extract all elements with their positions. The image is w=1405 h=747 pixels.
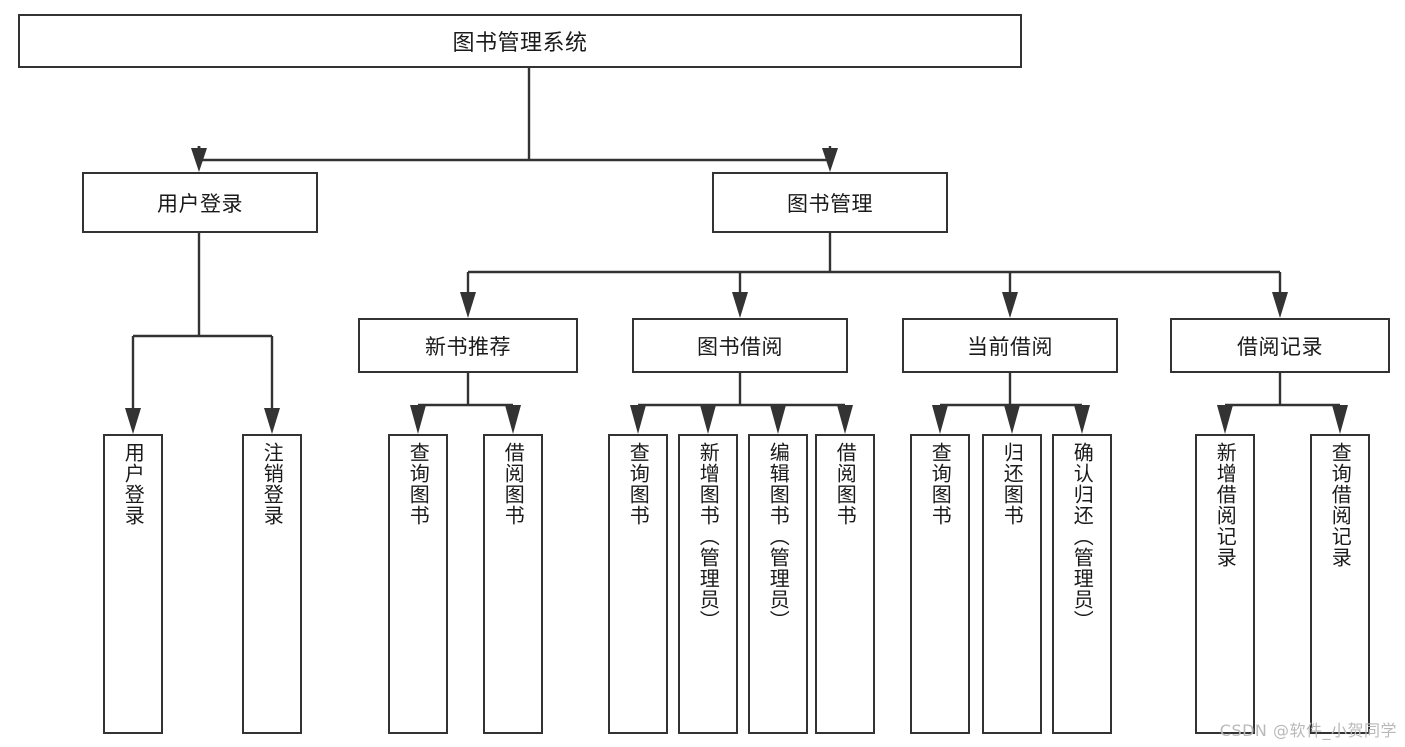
node-user-login-label: 用户登录: [157, 191, 243, 216]
node-borrow-record-label: 借阅记录: [1237, 334, 1323, 359]
node-leaf-logout[interactable]: 注销登录: [242, 434, 302, 734]
node-leaf-query-book-label: 查询图书: [626, 442, 651, 526]
arrow-leaf-logout: [264, 408, 280, 434]
arrow-book-borrow: [732, 292, 748, 318]
node-leaf-confirm-return-label: 确认归还（管理员）: [1070, 442, 1095, 631]
arrow-leaf-query-book: [630, 405, 646, 434]
node-root[interactable]: 图书管理系统: [18, 14, 1022, 68]
node-root-label: 图书管理系统: [452, 31, 588, 56]
arrow-current-borrow: [1002, 292, 1018, 318]
node-leaf-borrow-book-rec[interactable]: 借阅图书: [483, 434, 543, 734]
node-user-login[interactable]: 用户登录: [82, 172, 318, 233]
node-new-book-recommend[interactable]: 新书推荐: [358, 318, 578, 373]
arrow-leaf-query-book-cur: [932, 405, 948, 434]
node-leaf-query-book-rec[interactable]: 查询图书: [388, 434, 448, 734]
node-leaf-return-book[interactable]: 归还图书: [982, 434, 1042, 734]
arrow-user-login: [191, 148, 207, 172]
node-leaf-add-book[interactable]: 新增图书（管理员）: [678, 434, 738, 734]
node-leaf-query-book-rec-label: 查询图书: [406, 442, 431, 526]
arrow-leaf-return-book: [1004, 405, 1020, 434]
arrow-leaf-borrow-book-rec: [505, 405, 521, 434]
watermark: CSDN @软件_小贺同学: [1219, 721, 1397, 740]
node-book-borrow[interactable]: 图书借阅: [632, 318, 848, 373]
node-leaf-user-login[interactable]: 用户登录: [103, 434, 163, 734]
node-leaf-user-login-label: 用户登录: [121, 442, 146, 526]
arrow-leaf-confirm-return: [1074, 405, 1090, 434]
arrow-leaf-add-book: [700, 405, 716, 434]
arrow-leaf-query-book-rec: [410, 405, 426, 434]
arrow-leaf-borrow-book: [837, 405, 853, 434]
arrow-leaf-query-record: [1332, 405, 1348, 434]
arrow-leaf-user-login: [125, 408, 141, 434]
arrow-leaf-add-record: [1217, 405, 1233, 434]
node-current-borrow-label: 当前借阅: [967, 334, 1053, 359]
node-leaf-add-record[interactable]: 新增借阅记录: [1195, 434, 1255, 734]
node-leaf-query-record[interactable]: 查询借阅记录: [1310, 434, 1370, 734]
node-book-borrow-label: 图书借阅: [697, 334, 783, 359]
node-leaf-borrow-book-label: 借阅图书: [833, 442, 858, 526]
node-leaf-edit-book[interactable]: 编辑图书（管理员）: [748, 434, 808, 734]
node-leaf-return-book-label: 归还图书: [1000, 442, 1025, 526]
arrow-leaf-edit-book: [770, 405, 786, 434]
node-leaf-logout-label: 注销登录: [260, 442, 285, 526]
node-leaf-query-record-label: 查询借阅记录: [1328, 442, 1353, 568]
node-book-manage-label: 图书管理: [787, 191, 873, 216]
node-leaf-add-book-label: 新增图书（管理员）: [696, 442, 721, 631]
arrow-book-manage: [822, 148, 838, 172]
arrow-new-book-recommend: [460, 292, 476, 318]
node-leaf-borrow-book-rec-label: 借阅图书: [501, 442, 526, 526]
node-leaf-confirm-return[interactable]: 确认归还（管理员）: [1052, 434, 1112, 734]
node-leaf-query-book-cur-label: 查询图书: [928, 442, 953, 526]
node-leaf-query-book-cur[interactable]: 查询图书: [910, 434, 970, 734]
node-current-borrow[interactable]: 当前借阅: [902, 318, 1118, 373]
node-new-book-recommend-label: 新书推荐: [425, 334, 511, 359]
node-leaf-borrow-book[interactable]: 借阅图书: [815, 434, 875, 734]
node-leaf-query-book[interactable]: 查询图书: [608, 434, 668, 734]
node-leaf-edit-book-label: 编辑图书（管理员）: [766, 442, 791, 631]
arrow-borrow-record: [1272, 292, 1288, 318]
node-borrow-record[interactable]: 借阅记录: [1170, 318, 1390, 373]
node-book-manage[interactable]: 图书管理: [712, 172, 948, 233]
node-leaf-add-record-label: 新增借阅记录: [1213, 442, 1238, 568]
